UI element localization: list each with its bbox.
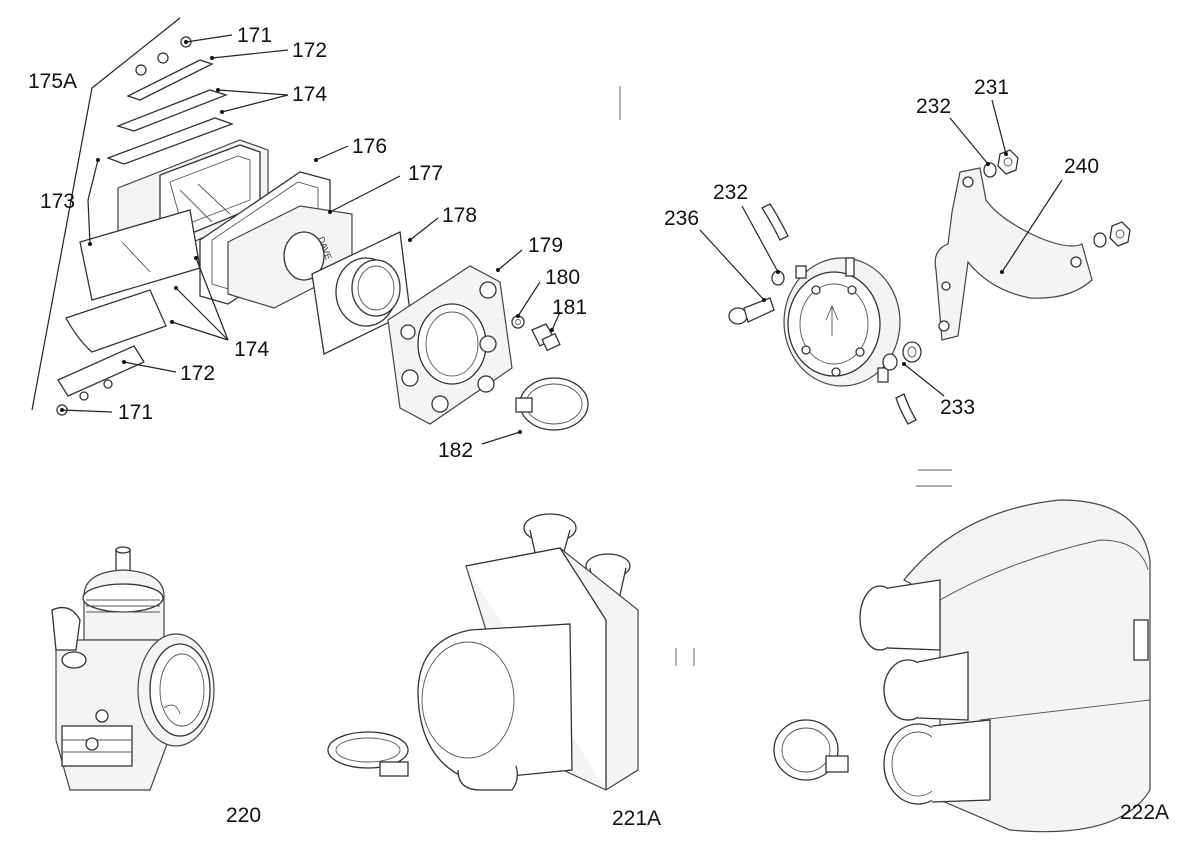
leader-dots-pump — [762, 152, 1008, 366]
part-rubber-sleeve — [335, 257, 401, 327]
hose-clamp-222A — [773, 719, 849, 781]
callout-181: 181 — [552, 296, 587, 319]
part-washer-232 — [983, 162, 997, 178]
part-flange-plate — [387, 265, 513, 425]
callout-172-bottom: 172 — [180, 362, 215, 385]
hose-clamp-221A — [327, 731, 409, 777]
part-washer-right — [1093, 232, 1107, 248]
part-top-plate — [126, 59, 214, 101]
callout-174-bottom: 174 — [234, 338, 269, 361]
callout-171-bottom: 171 — [118, 401, 153, 424]
airbox-222A — [859, 499, 1151, 833]
group-bracket-175A — [31, 17, 181, 411]
part-reed-petal-top-a — [116, 89, 228, 132]
part-washer-233 — [882, 353, 898, 371]
carburetor — [51, 546, 215, 791]
part-bottom-plate — [57, 345, 145, 397]
reed-valve-assembly: DAVE — [28, 17, 589, 462]
callout-182: 182 — [438, 439, 473, 462]
part-bolt — [531, 323, 561, 352]
callout-179: 179 — [528, 234, 563, 257]
part-pump-bolt — [728, 297, 775, 325]
part-nut-right — [1109, 221, 1131, 247]
callout-178: 178 — [442, 204, 477, 227]
callout-221A: 221A — [612, 807, 661, 830]
callout-176: 176 — [352, 135, 387, 158]
callout-232-left: 232 — [713, 181, 748, 204]
callout-231: 231 — [974, 76, 1009, 99]
callout-180: 180 — [545, 266, 580, 289]
fuel-pump-assembly: 231 232 240 232 236 233 — [664, 76, 1131, 425]
callout-232-top: 232 — [916, 95, 951, 118]
leader-dots — [60, 40, 554, 434]
callout-172-top: 172 — [292, 39, 327, 62]
airbox-221A — [417, 513, 639, 791]
part-stopper-plate — [65, 289, 167, 353]
callout-173: 173 — [40, 190, 75, 213]
part-fuel-hose-bottom — [895, 393, 917, 425]
callout-233: 233 — [940, 396, 975, 419]
callout-240: 240 — [1064, 155, 1099, 178]
callout-174-top: 174 — [292, 83, 327, 106]
callout-177: 177 — [408, 162, 443, 185]
callout-222A: 222A — [1120, 801, 1169, 824]
part-nut-231 — [997, 149, 1019, 175]
part-reed-petal-top-b — [106, 117, 234, 165]
callout-175A: 175A — [28, 70, 77, 93]
part-fuel-pump — [783, 257, 901, 387]
part-hose-clamp — [515, 377, 589, 431]
callout-236: 236 — [664, 207, 699, 230]
callout-171-top: 171 — [237, 24, 272, 47]
part-fuel-hose-top — [761, 203, 789, 241]
callout-220: 220 — [226, 804, 261, 827]
